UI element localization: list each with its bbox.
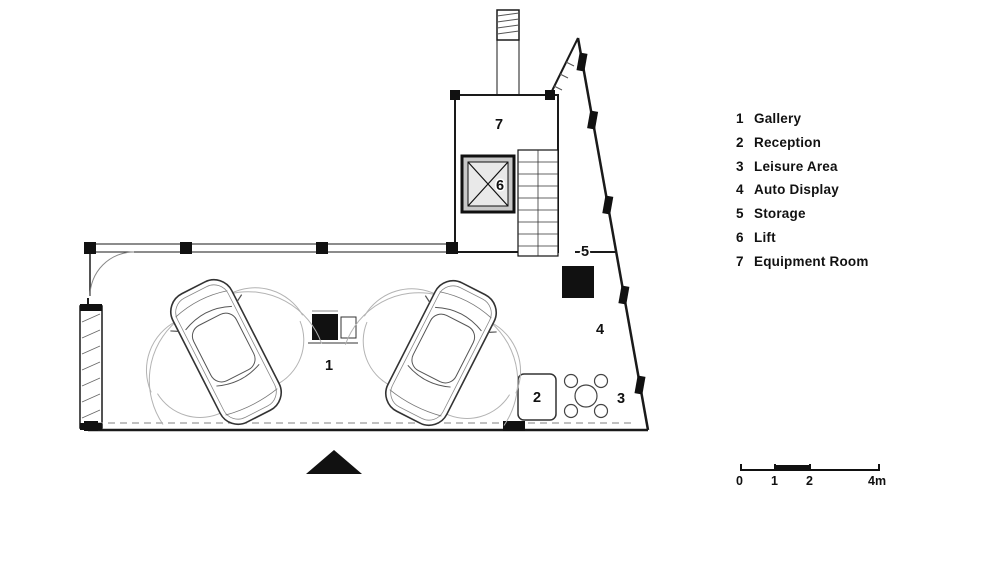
legend-item-label: Auto Display: [754, 182, 839, 198]
legend: 1 Gallery 2 Reception 3 Leisure Area 4 A…: [736, 111, 869, 278]
scale-bar-tick: [809, 464, 811, 471]
room-label-reception: 2: [533, 390, 541, 406]
gallery-display-unit: [308, 310, 358, 344]
room-label-gallery: 1: [325, 358, 333, 374]
storage-block: [562, 266, 594, 298]
legend-item: 2 Reception: [736, 135, 869, 159]
room-label-storage: 5: [581, 244, 589, 260]
scale-label-4m: 4m: [868, 474, 887, 488]
legend-item-label: Lift: [754, 229, 776, 245]
north-arrow-icon: [306, 450, 362, 474]
scale-label-1: 1: [771, 474, 778, 488]
legend-item: 7 Equipment Room: [736, 254, 869, 278]
legend-item-number: 7: [736, 253, 744, 269]
legend-item: 5 Storage: [736, 206, 869, 230]
stairs: [517, 149, 559, 257]
scale-bar: 0 1 2 4m: [736, 462, 886, 492]
leisure-table-set: [563, 373, 609, 419]
scale-bar-tick: [878, 464, 880, 471]
reception-desk: [517, 373, 557, 421]
legend-item-number: 4: [736, 182, 744, 198]
legend-item-number: 3: [736, 158, 744, 174]
legend-item: 1 Gallery: [736, 111, 869, 135]
legend-item-label: Reception: [754, 134, 822, 150]
room-labels: 1 2 3 4 5 6 7: [323, 116, 626, 409]
structural-columns: [80, 52, 646, 431]
scale-label-2: 2: [806, 474, 813, 488]
legend-item: 4 Auto Display: [736, 182, 869, 206]
legend-item-number: 6: [736, 229, 744, 245]
building-shell: [79, 9, 650, 432]
legend-item: 3 Leisure Area: [736, 159, 869, 183]
room-label-auto-display: 4: [596, 322, 604, 338]
room-label-equipment: 7: [495, 117, 503, 133]
scale-bar-tick: [740, 464, 742, 471]
legend-item-label: Equipment Room: [754, 253, 869, 269]
legend-item-label: Leisure Area: [754, 158, 838, 174]
legend-item-number: 1: [736, 111, 744, 126]
room-label-lift: 6: [496, 178, 504, 194]
legend-item: 6 Lift: [736, 230, 869, 254]
room-label-leisure: 3: [617, 391, 625, 407]
car-left: [112, 246, 340, 458]
legend-item-label: Storage: [754, 206, 806, 222]
legend-item-label: Gallery: [754, 111, 802, 126]
scale-label-0: 0: [736, 474, 743, 488]
lift: [460, 154, 516, 214]
legend-item-number: 2: [736, 134, 744, 150]
legend-item-number: 5: [736, 206, 744, 222]
scale-bar-fill-segment: [775, 465, 810, 470]
